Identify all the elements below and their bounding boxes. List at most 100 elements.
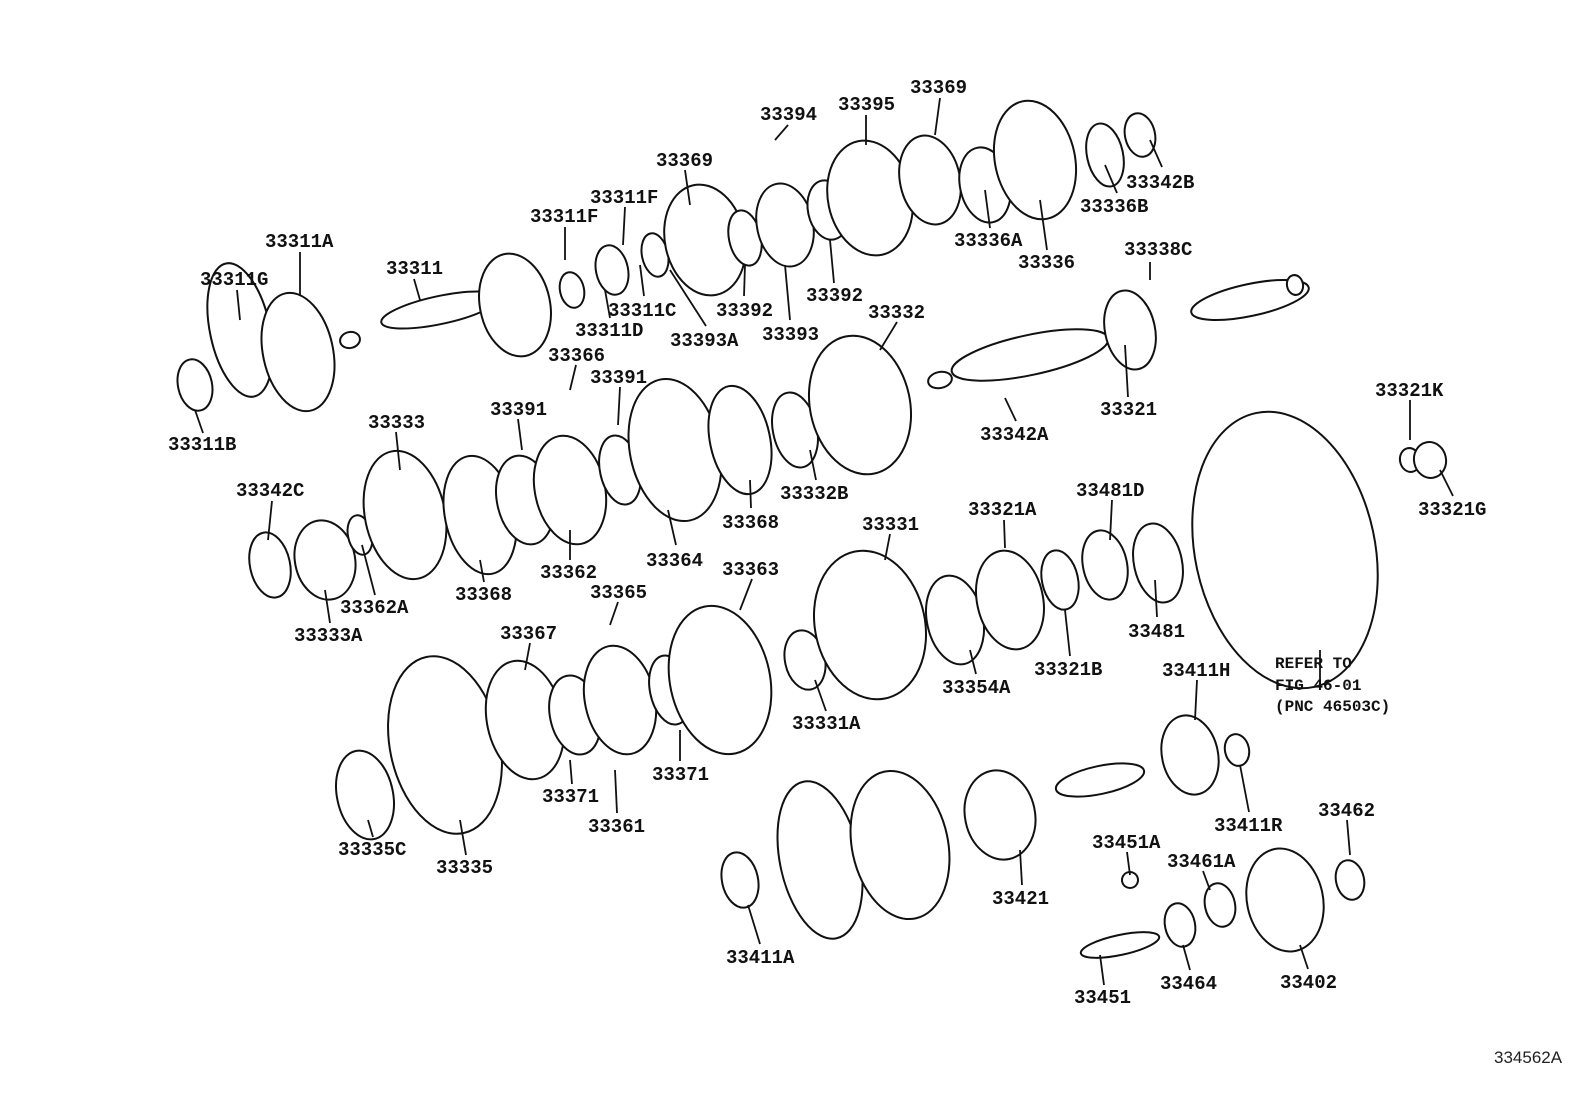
leader-line bbox=[413, 278, 421, 301]
part-label-33367: 33367 bbox=[500, 623, 557, 645]
part-shape bbox=[1191, 410, 1379, 690]
part-label-33368: 33368 bbox=[722, 512, 779, 534]
leader-line bbox=[1064, 609, 1071, 657]
part-shape bbox=[1081, 529, 1129, 601]
part-shape bbox=[335, 749, 395, 841]
part-label-33311d: 33311D bbox=[575, 320, 643, 342]
part-label-33464: 33464 bbox=[1160, 973, 1217, 995]
part-label-33394: 33394 bbox=[760, 104, 817, 126]
part-label-33333: 33333 bbox=[368, 412, 425, 434]
leader-line bbox=[1154, 579, 1158, 618]
leader-line bbox=[1109, 499, 1113, 541]
part-label-33331: 33331 bbox=[862, 514, 919, 536]
leader-line bbox=[324, 589, 331, 624]
part-label-33369: 33369 bbox=[656, 150, 713, 172]
part-label-33321a: 33321A bbox=[968, 499, 1037, 521]
part-label-33336b: 33336B bbox=[1080, 196, 1148, 218]
part-shape bbox=[1132, 522, 1184, 604]
part-label-33335c: 33335C bbox=[338, 839, 406, 861]
leader-line bbox=[1104, 164, 1118, 194]
part-label-33311a: 33311A bbox=[265, 231, 334, 253]
part-label-33311f: 33311F bbox=[590, 187, 658, 209]
leader-line bbox=[1099, 954, 1105, 986]
part-shape bbox=[1163, 902, 1197, 948]
part-label-33451: 33451 bbox=[1074, 987, 1131, 1009]
part-shape bbox=[1054, 762, 1146, 798]
leader-line bbox=[1149, 139, 1163, 168]
figure-id: 334562A bbox=[1494, 1048, 1563, 1067]
part-label-33311g: 33311G bbox=[200, 269, 268, 291]
part-shape bbox=[260, 291, 336, 413]
leader-line bbox=[479, 559, 485, 583]
part-label-33411r: 33411R bbox=[1214, 815, 1283, 837]
leader-line bbox=[1039, 199, 1048, 251]
part-label-33311f: 33311F bbox=[530, 206, 598, 228]
part-label-33411a: 33411A bbox=[726, 947, 795, 969]
part-label-33391: 33391 bbox=[590, 367, 647, 389]
part-label-33421: 33421 bbox=[992, 888, 1049, 910]
part-label-33321g: 33321G bbox=[1418, 499, 1486, 521]
leader-line bbox=[969, 649, 977, 675]
part-shape bbox=[807, 334, 913, 476]
leader-line bbox=[1202, 870, 1211, 891]
leader-line bbox=[1346, 819, 1351, 856]
part-label-33362: 33362 bbox=[540, 562, 597, 584]
part-shape bbox=[293, 519, 357, 601]
part-label-33362a: 33362A bbox=[340, 597, 409, 619]
part-label-33393a: 33393A bbox=[670, 330, 739, 352]
leader-line bbox=[739, 578, 753, 611]
part-label-33363: 33363 bbox=[722, 559, 779, 581]
leader-line bbox=[814, 679, 827, 712]
part-label-33371: 33371 bbox=[652, 764, 709, 786]
part-label-33481: 33481 bbox=[1128, 621, 1185, 643]
leader-line bbox=[622, 206, 626, 246]
part-shape bbox=[1190, 278, 1310, 322]
reference-note-line2: FIG 46-01 bbox=[1275, 677, 1361, 695]
part-label-33331a: 33331A bbox=[792, 713, 861, 735]
part-shape bbox=[812, 549, 928, 701]
part-shape bbox=[248, 531, 292, 599]
part-label-33311b: 33311B bbox=[168, 434, 236, 456]
part-shape bbox=[594, 244, 630, 296]
part-label-33369: 33369 bbox=[910, 77, 967, 99]
leader-line bbox=[1019, 849, 1023, 886]
part-label-33338c: 33338C bbox=[1124, 239, 1192, 261]
part-label-33321k: 33321K bbox=[1375, 380, 1444, 402]
leader-line bbox=[1004, 397, 1017, 422]
part-label-33361: 33361 bbox=[588, 816, 645, 838]
part-shape bbox=[339, 330, 361, 350]
leader-line bbox=[367, 819, 374, 838]
leader-line bbox=[361, 544, 376, 596]
part-label-33366: 33366 bbox=[548, 345, 605, 367]
part-label-33332: 33332 bbox=[868, 302, 925, 324]
leader-line bbox=[236, 289, 241, 321]
part-label-33364: 33364 bbox=[646, 550, 703, 572]
part-shape bbox=[176, 358, 214, 412]
part-label-33342a: 33342A bbox=[980, 424, 1049, 446]
leader-line bbox=[669, 269, 707, 327]
part-label-33365: 33365 bbox=[590, 582, 647, 604]
leader-line bbox=[604, 289, 611, 319]
part-label-33451a: 33451A bbox=[1092, 832, 1161, 854]
part-shape bbox=[1121, 871, 1139, 889]
part-label-33321: 33321 bbox=[1100, 399, 1157, 421]
leader-line bbox=[774, 124, 789, 141]
leader-line bbox=[395, 431, 401, 471]
part-shape bbox=[1040, 549, 1080, 611]
part-shape bbox=[1203, 882, 1237, 928]
part-shape bbox=[927, 370, 953, 390]
part-label-33461a: 33461A bbox=[1167, 851, 1236, 873]
part-label-33395: 33395 bbox=[838, 94, 895, 116]
leader-line bbox=[1182, 944, 1191, 971]
leader-line bbox=[1439, 469, 1454, 497]
part-label-33333a: 33333A bbox=[294, 625, 363, 647]
leader-line bbox=[1299, 944, 1309, 970]
leader-line bbox=[747, 904, 761, 945]
part-shape bbox=[1123, 112, 1157, 158]
leader-line bbox=[609, 601, 619, 626]
leader-lines bbox=[194, 97, 1454, 986]
leader-line bbox=[1239, 764, 1250, 813]
part-label-33335: 33335 bbox=[436, 857, 493, 879]
